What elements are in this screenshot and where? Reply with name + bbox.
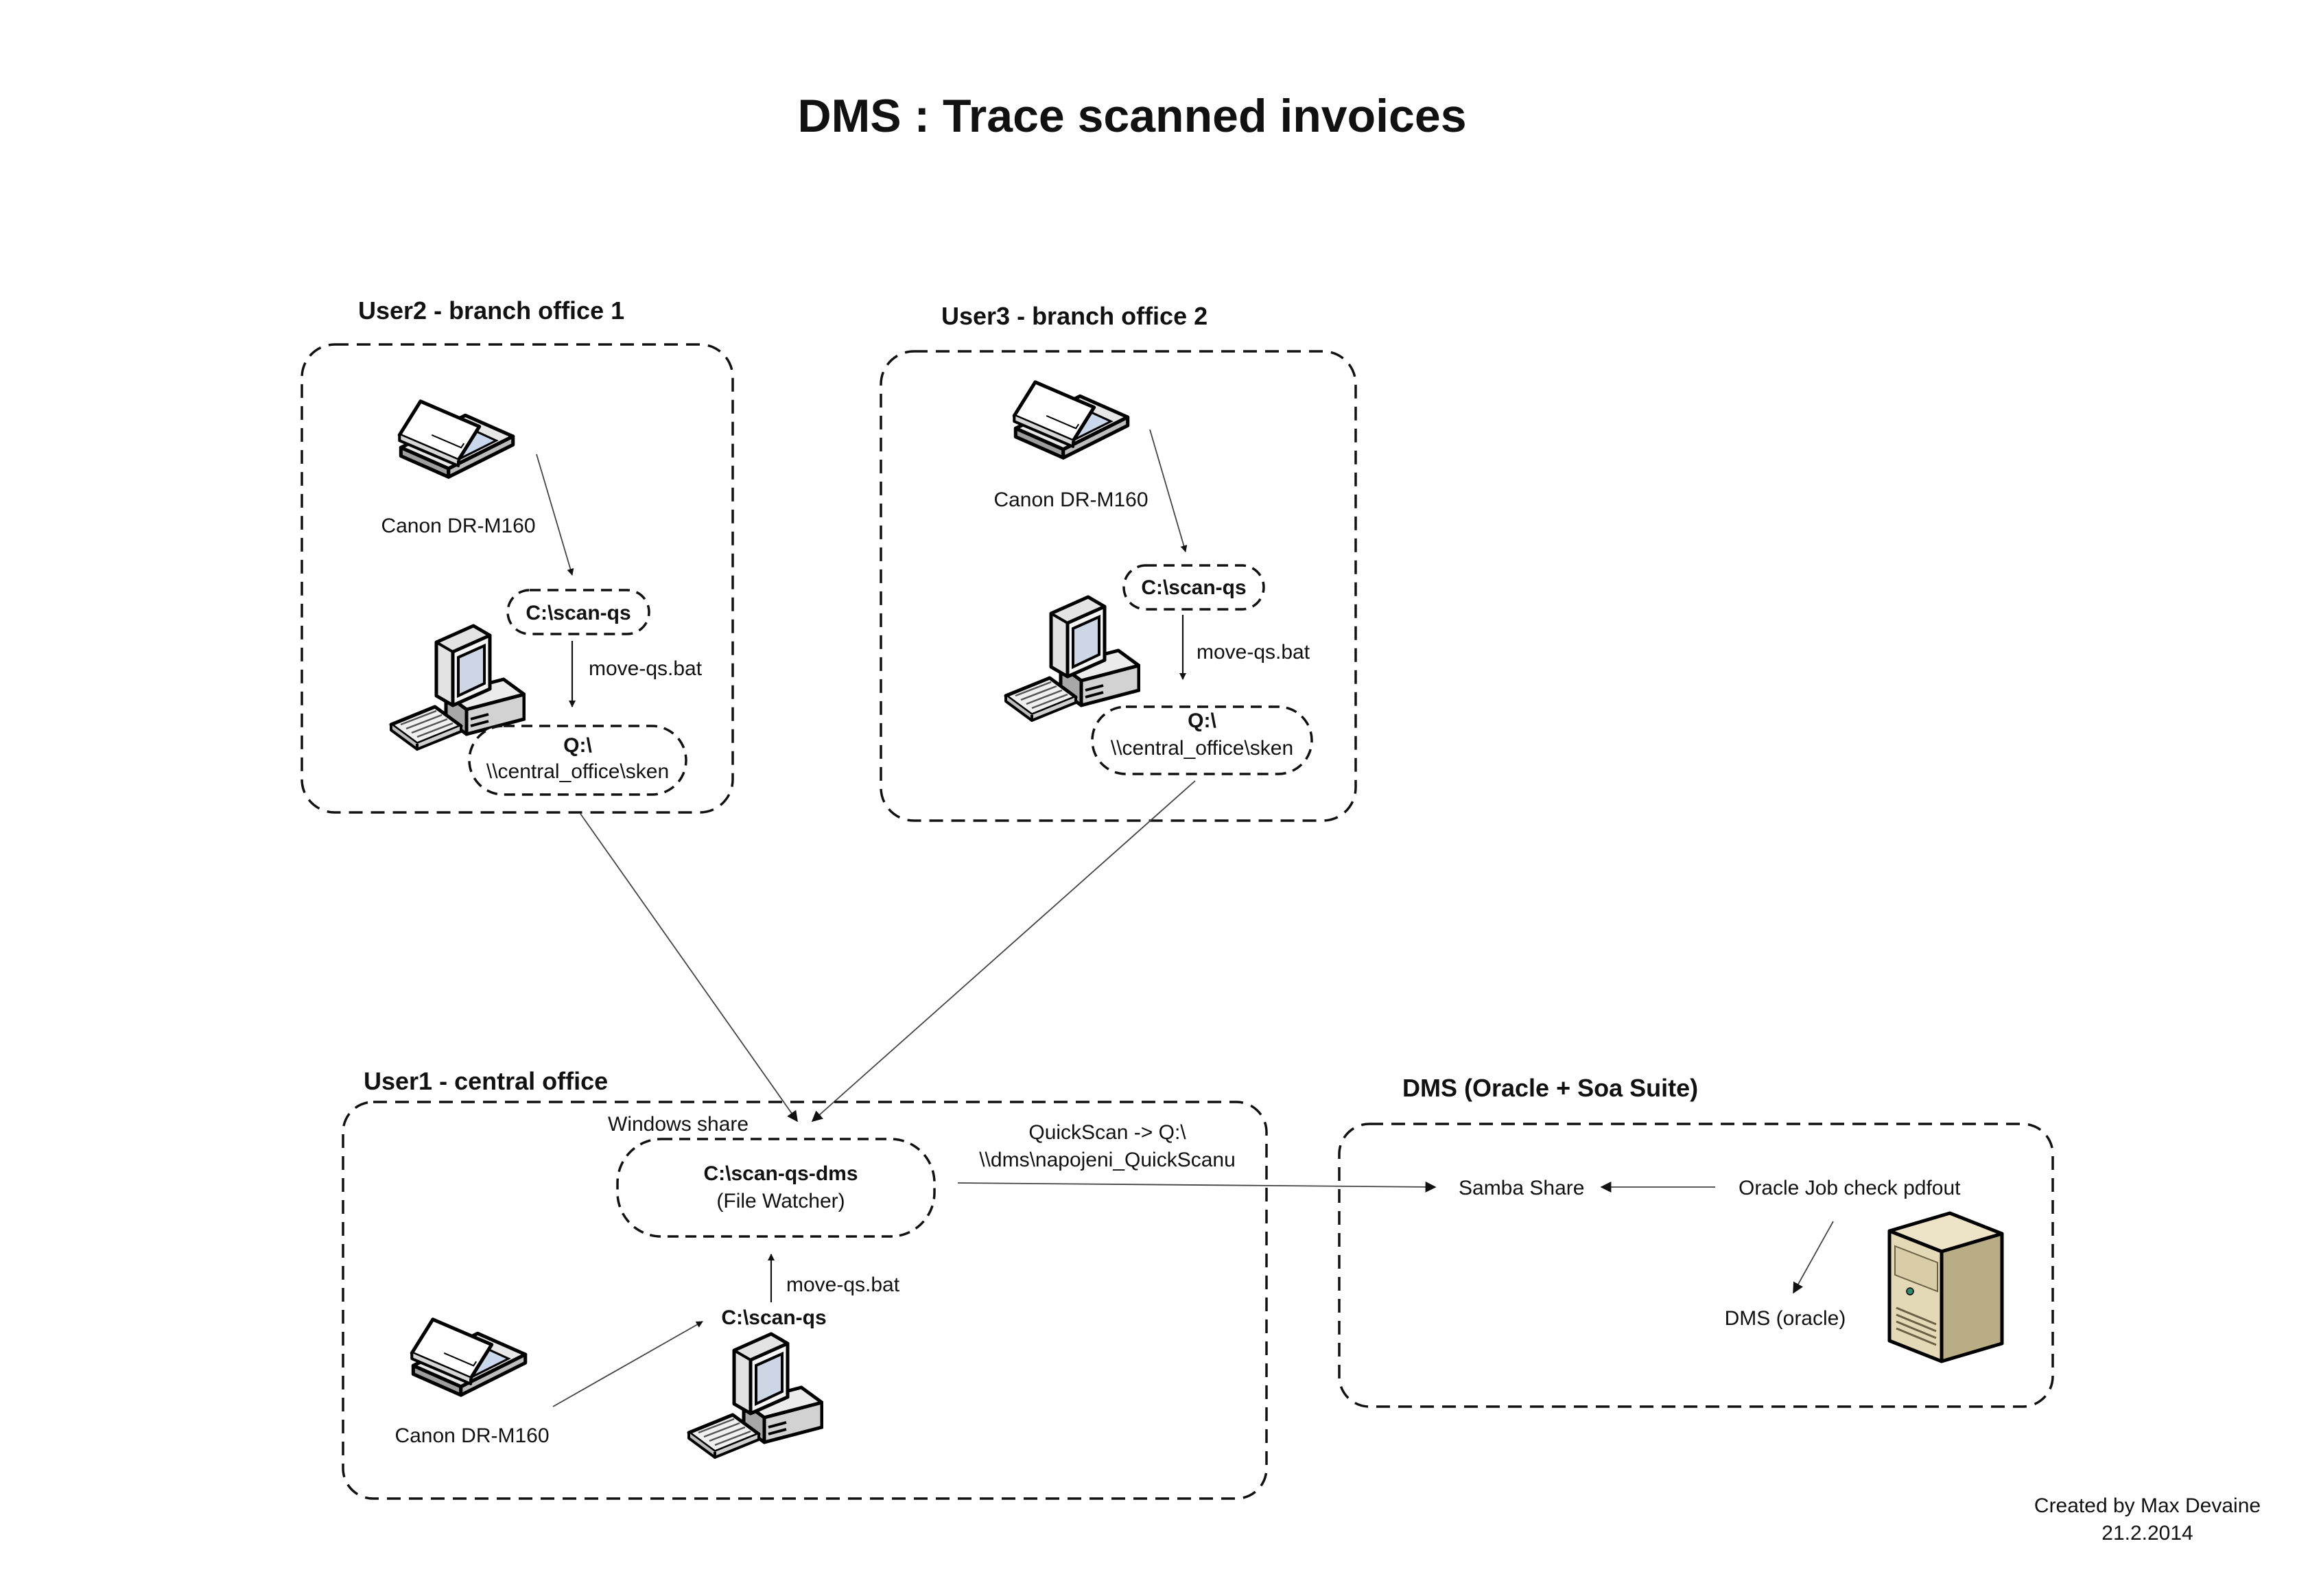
quickscan-label-line1: QuickScan -> Q:\ [1028, 1121, 1186, 1144]
quickscan-label-line2: \\dms\napojeni_QuickScanu [979, 1149, 1236, 1171]
script-label-user2: move-qs.bat [589, 657, 703, 680]
scanner-icon [399, 401, 513, 477]
group-box-user3 [880, 350, 1357, 822]
scanner-icon [412, 1319, 525, 1395]
local-folder-node-user2 [506, 589, 650, 635]
local-folder-label-user2: C:\scan-qs [526, 602, 631, 624]
group-title-user2: User2 - branch office 1 [358, 296, 624, 325]
share-path-label-user2: \\central_office\sken [486, 760, 669, 783]
created-by-label: Created by Max Devaine [2034, 1494, 2261, 1517]
share-path-label-user3: \\central_office\sken [1111, 737, 1293, 760]
scanner-label-user1: Canon DR-M160 [394, 1424, 549, 1447]
group-user2-branch-office-1: User2 - branch office 1 Canon DR-M160 C:… [301, 296, 734, 814]
group-box-dms [1338, 1123, 2054, 1408]
script-label-user3: move-qs.bat [1197, 641, 1310, 664]
quickscan-connection: QuickScan -> Q:\ \\dms\napojeni_QuickSca… [957, 1121, 1437, 1193]
group-user1-central-office: User1 - central office Windows share C:\… [342, 1067, 1268, 1500]
script-label-user1: move-qs.bat [786, 1274, 900, 1296]
group-box-user2 [301, 343, 734, 814]
local-folder-label-user1: C:\scan-qs [721, 1306, 826, 1329]
computer-icon [689, 1334, 822, 1457]
scanner-label-user2: Canon DR-M160 [381, 515, 535, 537]
share-node-user2 [468, 725, 687, 796]
dms-oracle-label: DMS (oracle) [1725, 1307, 1846, 1330]
arrow-watch-folder-to-samba [957, 1181, 1437, 1193]
computer-icon [1006, 597, 1139, 720]
arrow-scanner-to-local-user2 [536, 454, 574, 576]
arrow-user3-share-to-central [811, 780, 1196, 1123]
group-user3-branch-office-2: User3 - branch office 2 Canon DR-M160 C:… [880, 302, 1357, 822]
created-date-label: 21.2.2014 [2101, 1522, 2193, 1545]
arrow-user2-share-to-central [580, 813, 798, 1123]
arrow-scanner-to-local-user1 [552, 1321, 703, 1407]
arrow-scanner-to-local-user3 [1149, 429, 1188, 552]
server-icon [1889, 1213, 2002, 1361]
watch-note-label: (File Watcher) [716, 1190, 845, 1212]
windows-share-label: Windows share [608, 1113, 749, 1136]
samba-share-label: Samba Share [1459, 1177, 1584, 1199]
local-folder-label-user3: C:\scan-qs [1141, 576, 1246, 599]
group-title-user3: User3 - branch office 2 [941, 302, 1208, 330]
local-folder-node-user3 [1122, 564, 1265, 611]
group-dms-oracle-soa: DMS (Oracle + Soa Suite) Samba Share Ora… [1338, 1074, 2054, 1408]
share-node-user3 [1091, 705, 1313, 775]
diagram-title: DMS : Trace scanned invoices [797, 90, 1466, 142]
group-title-dms: DMS (Oracle + Soa Suite) [1402, 1074, 1698, 1102]
group-title-user1: User1 - central office [364, 1067, 608, 1095]
watch-folder-node [616, 1138, 936, 1238]
scanner-icon [1014, 382, 1127, 458]
arrow-oracle-job-to-dms [1793, 1221, 1834, 1294]
group-box-user1 [342, 1101, 1268, 1500]
share-drive-label-user3: Q:\ [1188, 709, 1216, 732]
share-drive-label-user2: Q:\ [563, 734, 592, 757]
watch-folder-label: C:\scan-qs-dms [703, 1162, 858, 1185]
scanner-label-user3: Canon DR-M160 [993, 489, 1148, 511]
oracle-job-label: Oracle Job check pdfout [1739, 1177, 1961, 1199]
